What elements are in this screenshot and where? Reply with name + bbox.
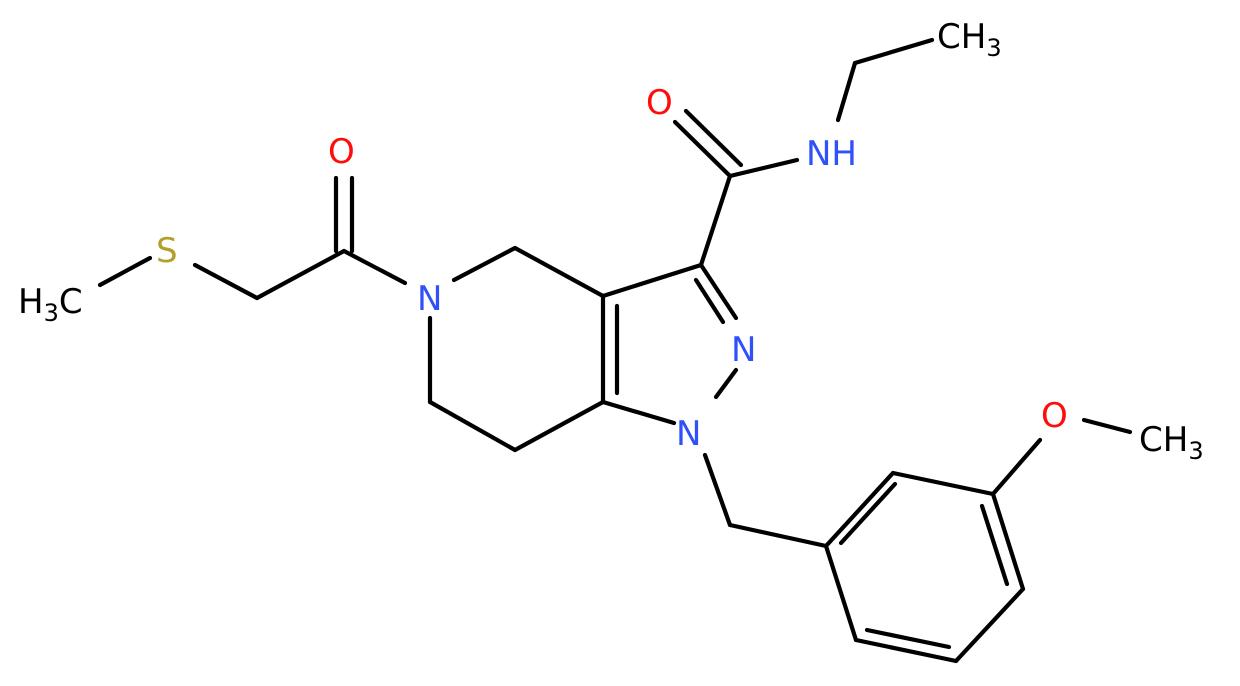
bond xyxy=(254,248,347,301)
bond xyxy=(835,60,858,123)
bond xyxy=(600,262,704,299)
bond xyxy=(979,503,1010,587)
bond xyxy=(823,470,896,549)
bond xyxy=(727,522,829,549)
bond xyxy=(600,399,677,426)
methyl-s-label: H3C xyxy=(18,282,83,327)
bond xyxy=(853,637,959,664)
pyrazole-n2-label: N xyxy=(731,330,756,370)
bond xyxy=(864,627,952,650)
methoxy-oxygen-label: O xyxy=(1041,396,1068,436)
ethyl-ch3-label: CH3 xyxy=(937,17,1002,62)
atom-label-layer: H3C S O N O NH CH3 N N O CH3 xyxy=(18,17,1204,465)
bond xyxy=(698,262,739,321)
bond xyxy=(451,245,518,283)
bond xyxy=(427,399,518,453)
sulfur-label: S xyxy=(156,231,178,271)
acyl-oxygen-label: O xyxy=(328,132,355,172)
bond xyxy=(727,157,800,179)
amide-nh-label: NH xyxy=(806,134,857,174)
bond xyxy=(713,367,739,400)
bond-layer xyxy=(97,37,1133,664)
bond xyxy=(890,470,996,497)
methoxy-ch3-label: CH3 xyxy=(1139,420,1204,465)
amide-oxygen-label: O xyxy=(646,83,673,123)
bond xyxy=(341,248,408,286)
bond xyxy=(512,399,606,453)
bond xyxy=(512,245,606,299)
pyrazole-n1-label: N xyxy=(676,414,701,454)
bond xyxy=(1081,417,1133,435)
bond xyxy=(990,491,1026,592)
bond xyxy=(702,452,733,528)
bond xyxy=(693,277,726,325)
bond xyxy=(823,543,859,643)
bond xyxy=(192,262,260,301)
bond xyxy=(683,108,744,168)
bond xyxy=(838,481,898,546)
bond xyxy=(698,173,733,268)
bond xyxy=(672,119,733,179)
bond xyxy=(953,586,1026,664)
ring-nitrogen-label: N xyxy=(417,279,442,319)
bond xyxy=(990,437,1043,497)
bond xyxy=(97,255,153,288)
bond xyxy=(852,37,935,66)
